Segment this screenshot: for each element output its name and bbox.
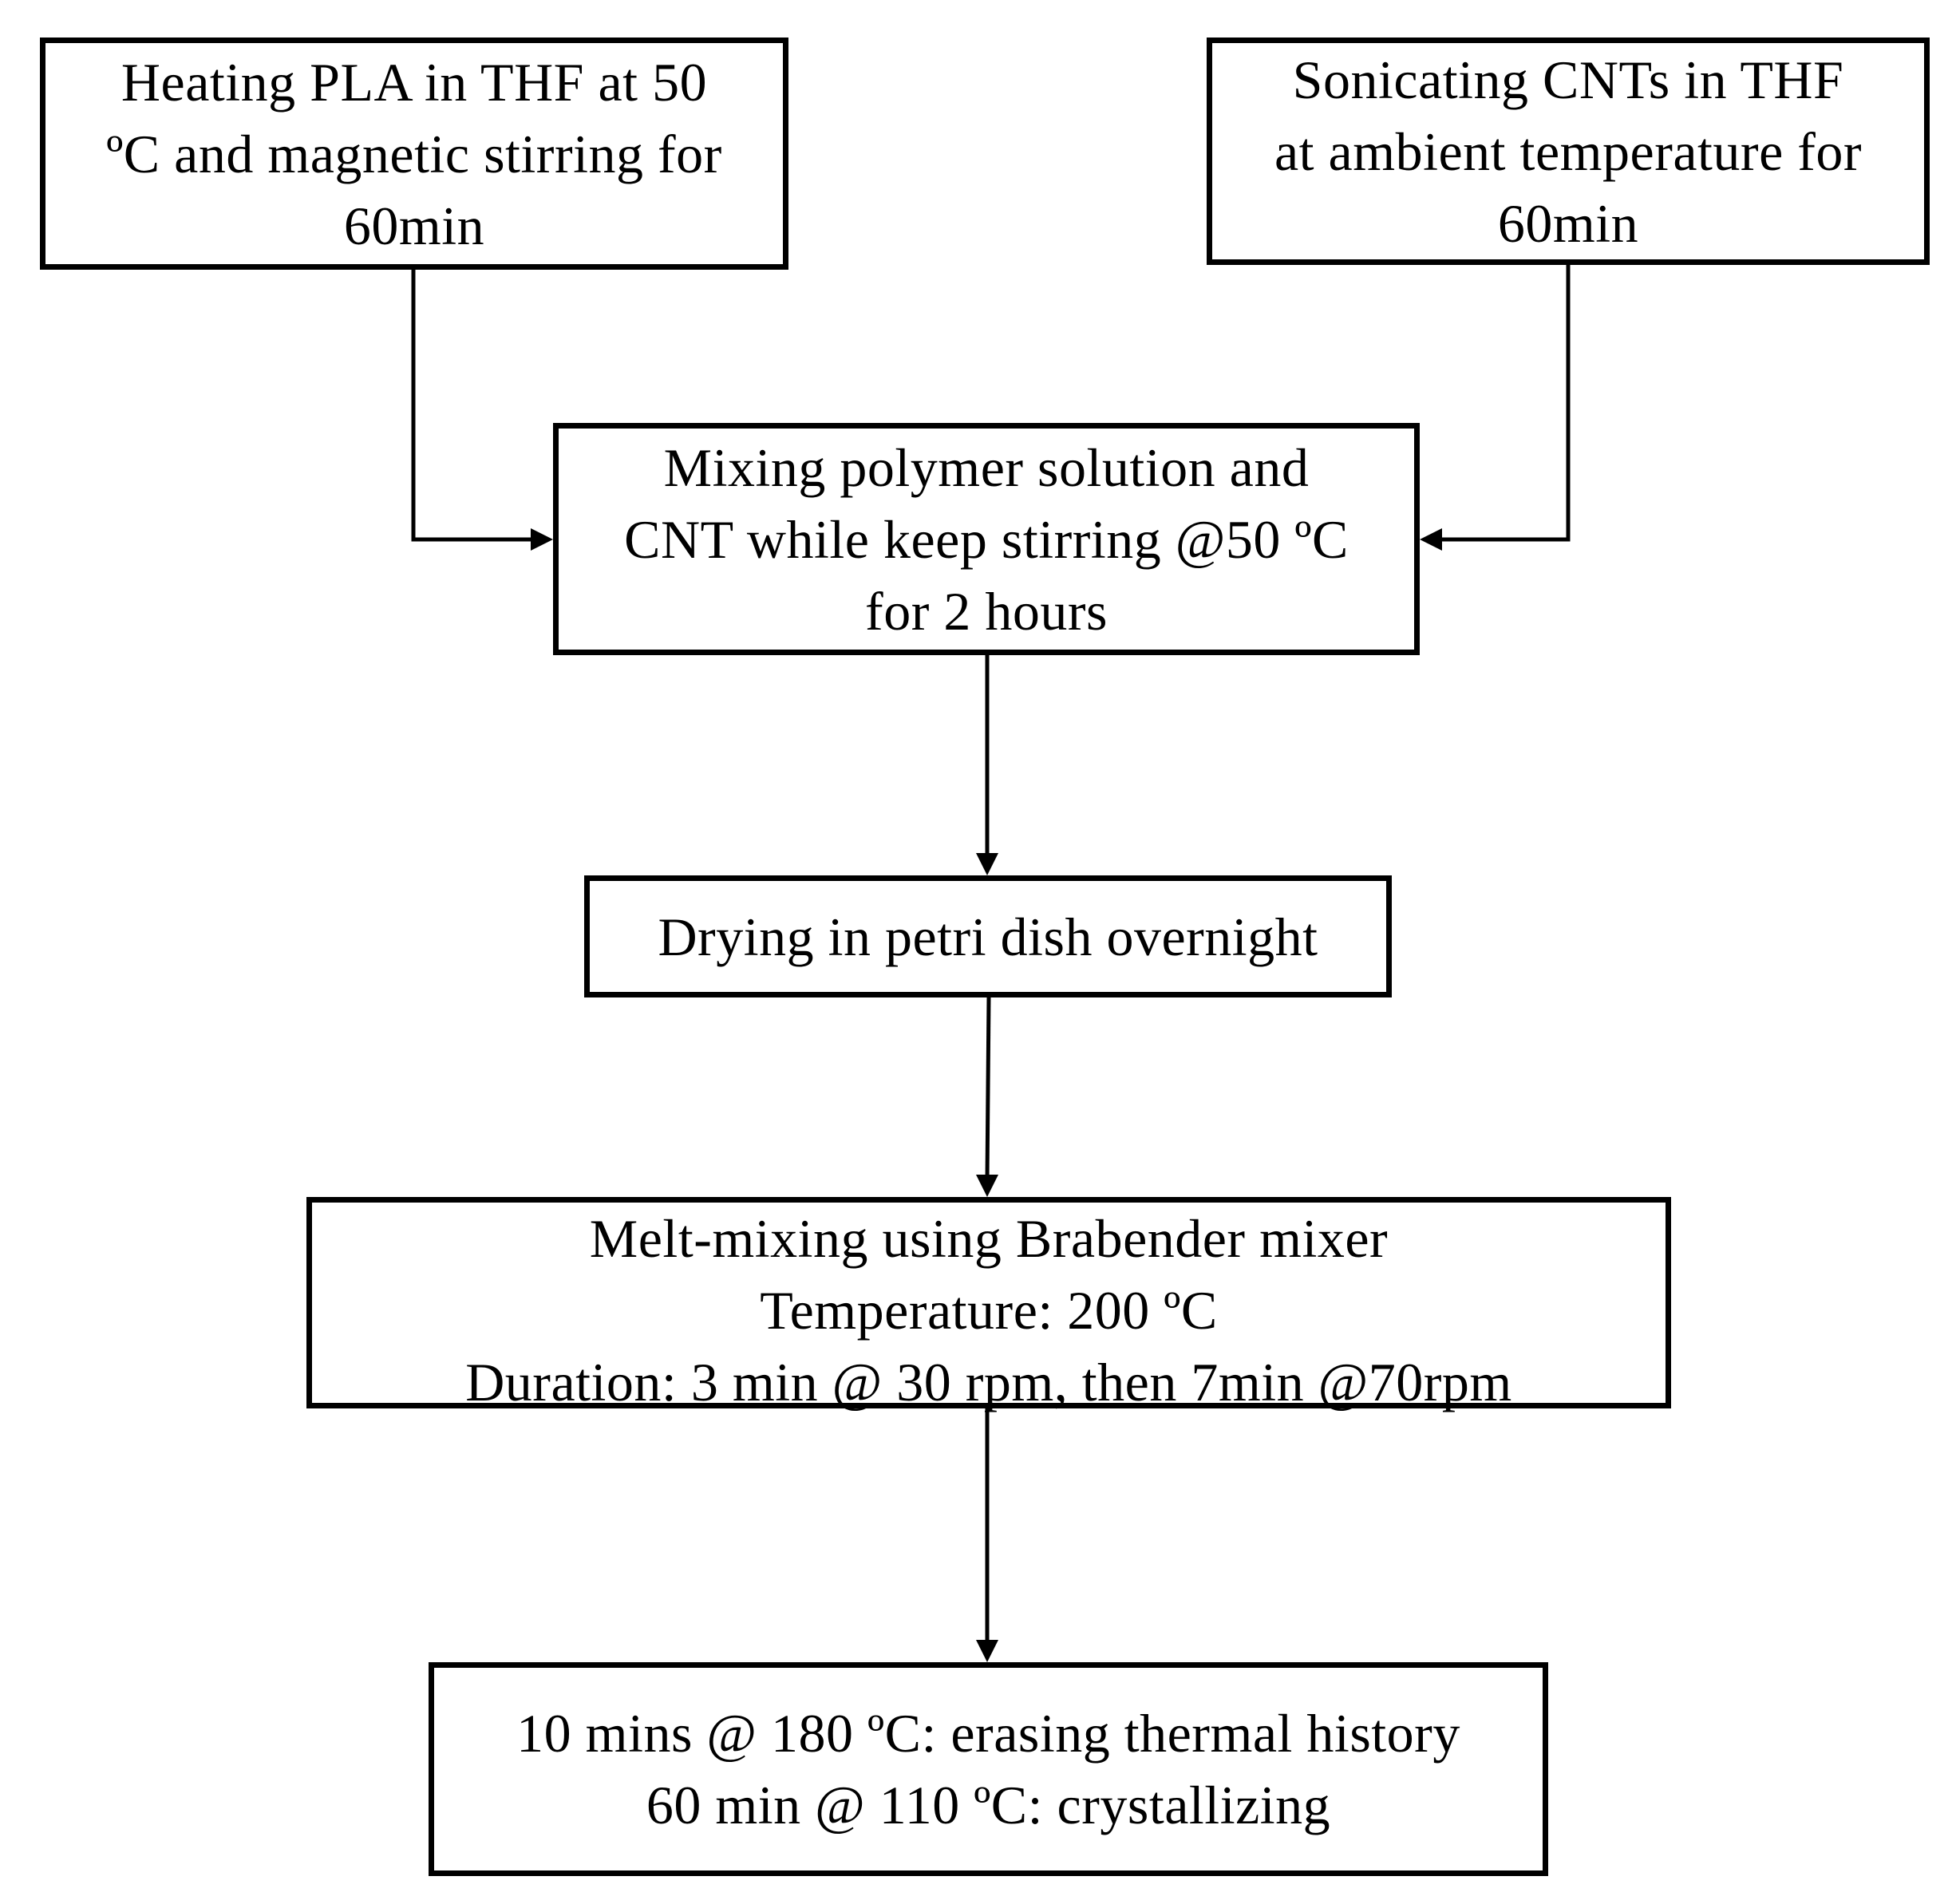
box-drying: Drying in petri dish overnight <box>584 875 1392 997</box>
box-thermal-treatment-line-2: 60 min @ 110 ºC: crystallizing <box>646 1775 1331 1835</box>
box-sonicating-cnts-line-2: at ambient temperature for <box>1274 120 1863 182</box>
box-heating-pla-line-1: Heating PLA in THF at 50 <box>121 51 708 113</box>
box-melt-mixing-line-2: Temperature: 200 ºC <box>760 1280 1218 1341</box>
box-heating-pla-line-3: 60min <box>343 195 485 256</box>
box-melt-mixing-line-3: Duration: 3 min @ 30 rpm, then 7min @70r… <box>465 1352 1512 1412</box>
arrowhead-into-thermal <box>976 1640 998 1662</box>
box-melt-mixing-line-1: Melt-mixing using Brabender mixer <box>589 1208 1389 1269</box>
box-thermal-treatment-line-1: 10 mins @ 180 ºC: erasing thermal histor… <box>516 1703 1460 1764</box>
box-mixing-line-2: CNT while keep stirring @50 ºC <box>624 508 1349 570</box>
box-mixing-line-3: for 2 hours <box>865 580 1108 642</box>
arrowhead-right-into-mixing <box>1420 528 1442 551</box>
arrowhead-left-into-mixing <box>531 528 553 551</box>
box-thermal-treatment: 10 mins @ 180 ºC: erasing thermal histor… <box>429 1662 1548 1876</box>
box-mixing-line-1: Mixing polymer solution and <box>663 436 1310 498</box>
box-mixing: Mixing polymer solution and CNT while ke… <box>553 423 1420 655</box>
arrowhead-into-drying <box>976 853 998 875</box>
box-drying-line-1: Drying in petri dish overnight <box>658 906 1318 967</box>
arrow-drying-to-melt <box>985 997 991 1181</box>
arrow-heat-pla-to-mixing <box>411 270 536 542</box>
box-heating-pla-line-2: ºC and magnetic stirring for <box>106 123 722 184</box>
box-sonicating-cnts-line-1: Sonicating CNTs in THF <box>1292 49 1844 110</box>
box-sonicating-cnts: Sonicating CNTs in THF at ambient temper… <box>1207 38 1930 265</box>
arrowhead-into-melt <box>976 1175 998 1197</box>
box-melt-mixing: Melt-mixing using Brabender mixer Temper… <box>306 1197 1671 1412</box>
arrow-sonicate-to-mixing <box>1436 265 1571 542</box>
box-heating-pla: Heating PLA in THF at 50 ºC and magnetic… <box>40 38 788 270</box>
box-sonicating-cnts-line-3: 60min <box>1497 192 1639 254</box>
